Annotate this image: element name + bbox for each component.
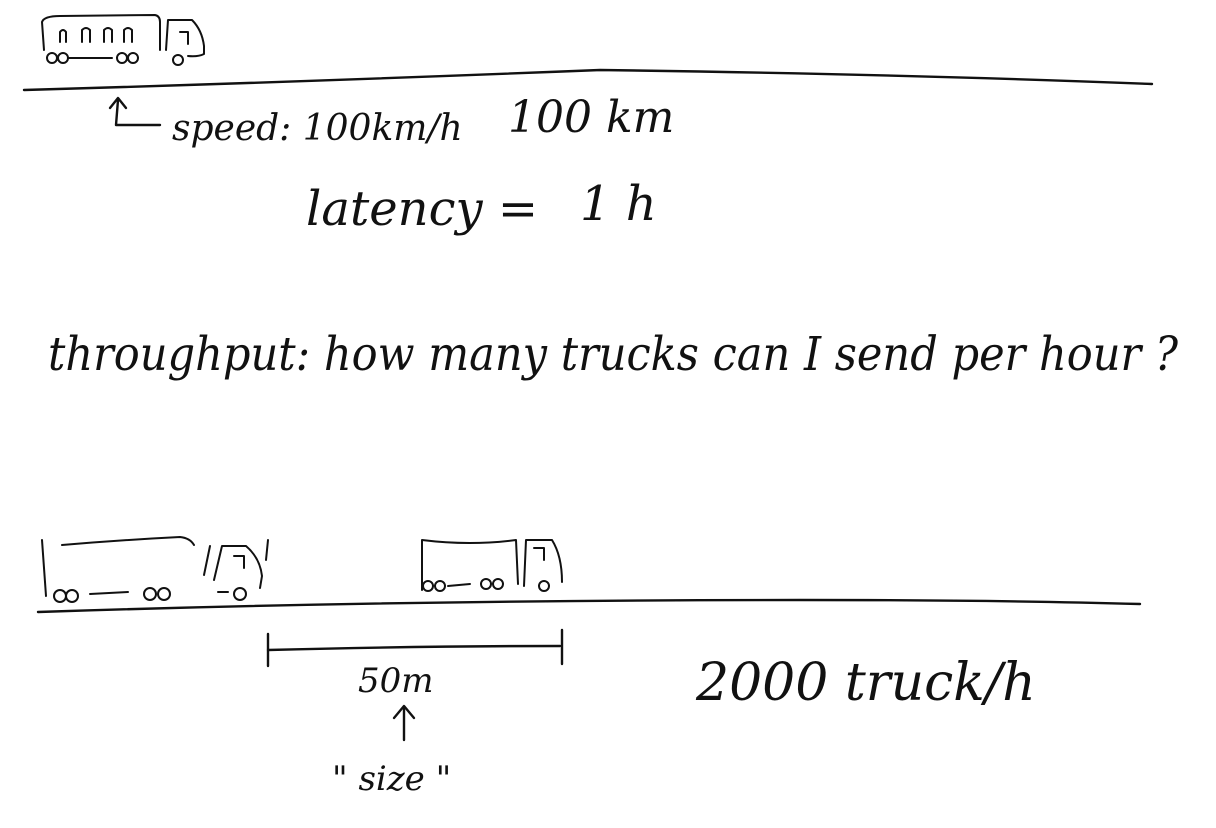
- size-arrow: [392, 704, 416, 742]
- throughput-question: throughput: how many trucks can I send p…: [48, 327, 1179, 382]
- top-road-line: [22, 68, 1154, 92]
- speed-pointer-tip: [108, 96, 128, 110]
- distance-label: 100 km: [508, 92, 674, 143]
- latency-value: 1 h: [580, 176, 657, 232]
- top-truck-icon: [41, 14, 205, 66]
- top-road-scene: speed: 100km/h 100 km: [22, 14, 1154, 149]
- speed-pointer-arrow: [114, 98, 162, 127]
- bottom-road-line: [36, 598, 1142, 614]
- latency-row: latency = 1 h: [306, 176, 657, 237]
- size-label: " size ": [332, 759, 451, 799]
- right-truck-icon: [421, 539, 563, 592]
- rate-label: 2000 truck/h: [695, 653, 1036, 713]
- spacing-label: 50m: [358, 661, 434, 701]
- spacing-dimension: [266, 628, 564, 668]
- latency-label: latency =: [306, 181, 538, 237]
- speed-label: speed: 100km/h: [172, 108, 463, 149]
- left-truck-icon: [41, 536, 269, 603]
- bottom-road-scene: 50m " size " 2000 truck/h: [36, 536, 1142, 799]
